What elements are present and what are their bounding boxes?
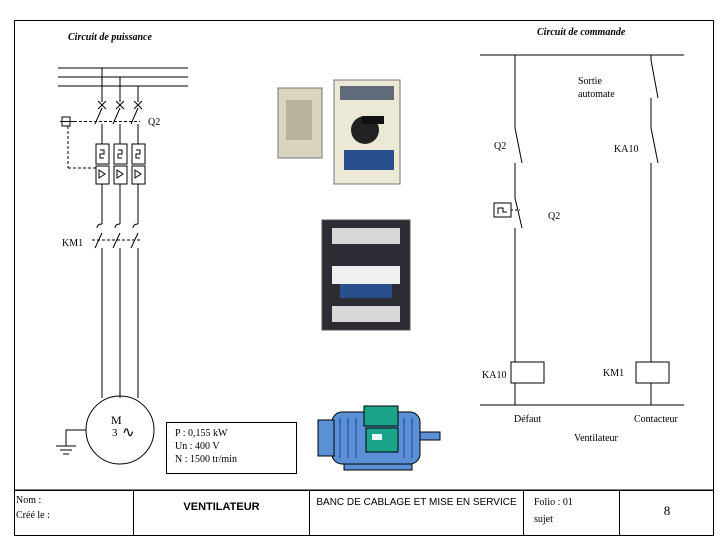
motor-ac-symbol: ∿ [122,425,135,441]
label-defaut: Défaut [514,414,542,425]
motor-phase-label: 3 [112,427,118,439]
breaker-label: Q2 [148,117,161,128]
cartouche-sujet: sujet [534,514,553,525]
cartouche-cree: Créé le : [16,510,50,521]
cartouche-nom: Nom : [16,495,42,506]
km1-coil [635,361,670,384]
plc-output-line1: Sortie [578,76,602,87]
km1-contacts [92,223,140,249]
cartouche-subject: BANC DE CABLAGE ET MISE EN SERVICE [316,497,517,508]
cartouche-folio-cell: Folio : 01 sujet [524,491,620,536]
drawing-frame [14,20,714,536]
q2-contact-label: Q2 [494,141,507,152]
motor-symbol-label: M [111,413,122,427]
spec-speed: N : 1500 tr/min [175,454,237,465]
motor-image [317,405,441,471]
ka10-coil [510,361,545,384]
title-block: Nom : Créé le : VENTILATEUR BANC DE CABL… [14,490,714,536]
label-ventilateur: Ventilateur [574,433,618,444]
motor-symbol [85,395,155,465]
cartouche-title: VENTILATEUR [183,501,260,513]
spec-power: P : 0,155 kW [175,428,228,439]
cartouche-name-cell: Nom : Créé le : [14,491,134,536]
motor-breaker-image [277,79,401,185]
cartouche-page-cell: 8 [620,491,714,536]
contactor-image [321,219,411,331]
page-number: 8 [663,503,671,518]
ka10-contact-label: KA10 [614,144,639,155]
breaker-contacts [94,100,143,125]
contactor-label: KM1 [62,238,84,249]
spec-voltage: Un : 400 V [175,441,220,452]
plc-output-line2: automate [578,89,615,100]
label-contacteur: Contacteur [634,414,678,425]
cartouche-folio: Folio : 01 [534,497,573,508]
thermal-magnetic-relays [95,143,146,185]
q2-aux-label: Q2 [548,211,561,222]
ka10-coil-label: KA10 [482,370,507,381]
cartouche-subject-cell: BANC DE CABLAGE ET MISE EN SERVICE [310,491,524,536]
cartouche-title-cell: VENTILATEUR [134,491,310,536]
control-circuit-title: Circuit de commande [537,27,626,38]
motor-specs: P : 0,155 kW Un : 400 V N : 1500 tr/min [166,422,297,474]
km1-coil-label: KM1 [603,368,625,379]
power-circuit-title: Circuit de puissance [68,32,152,43]
